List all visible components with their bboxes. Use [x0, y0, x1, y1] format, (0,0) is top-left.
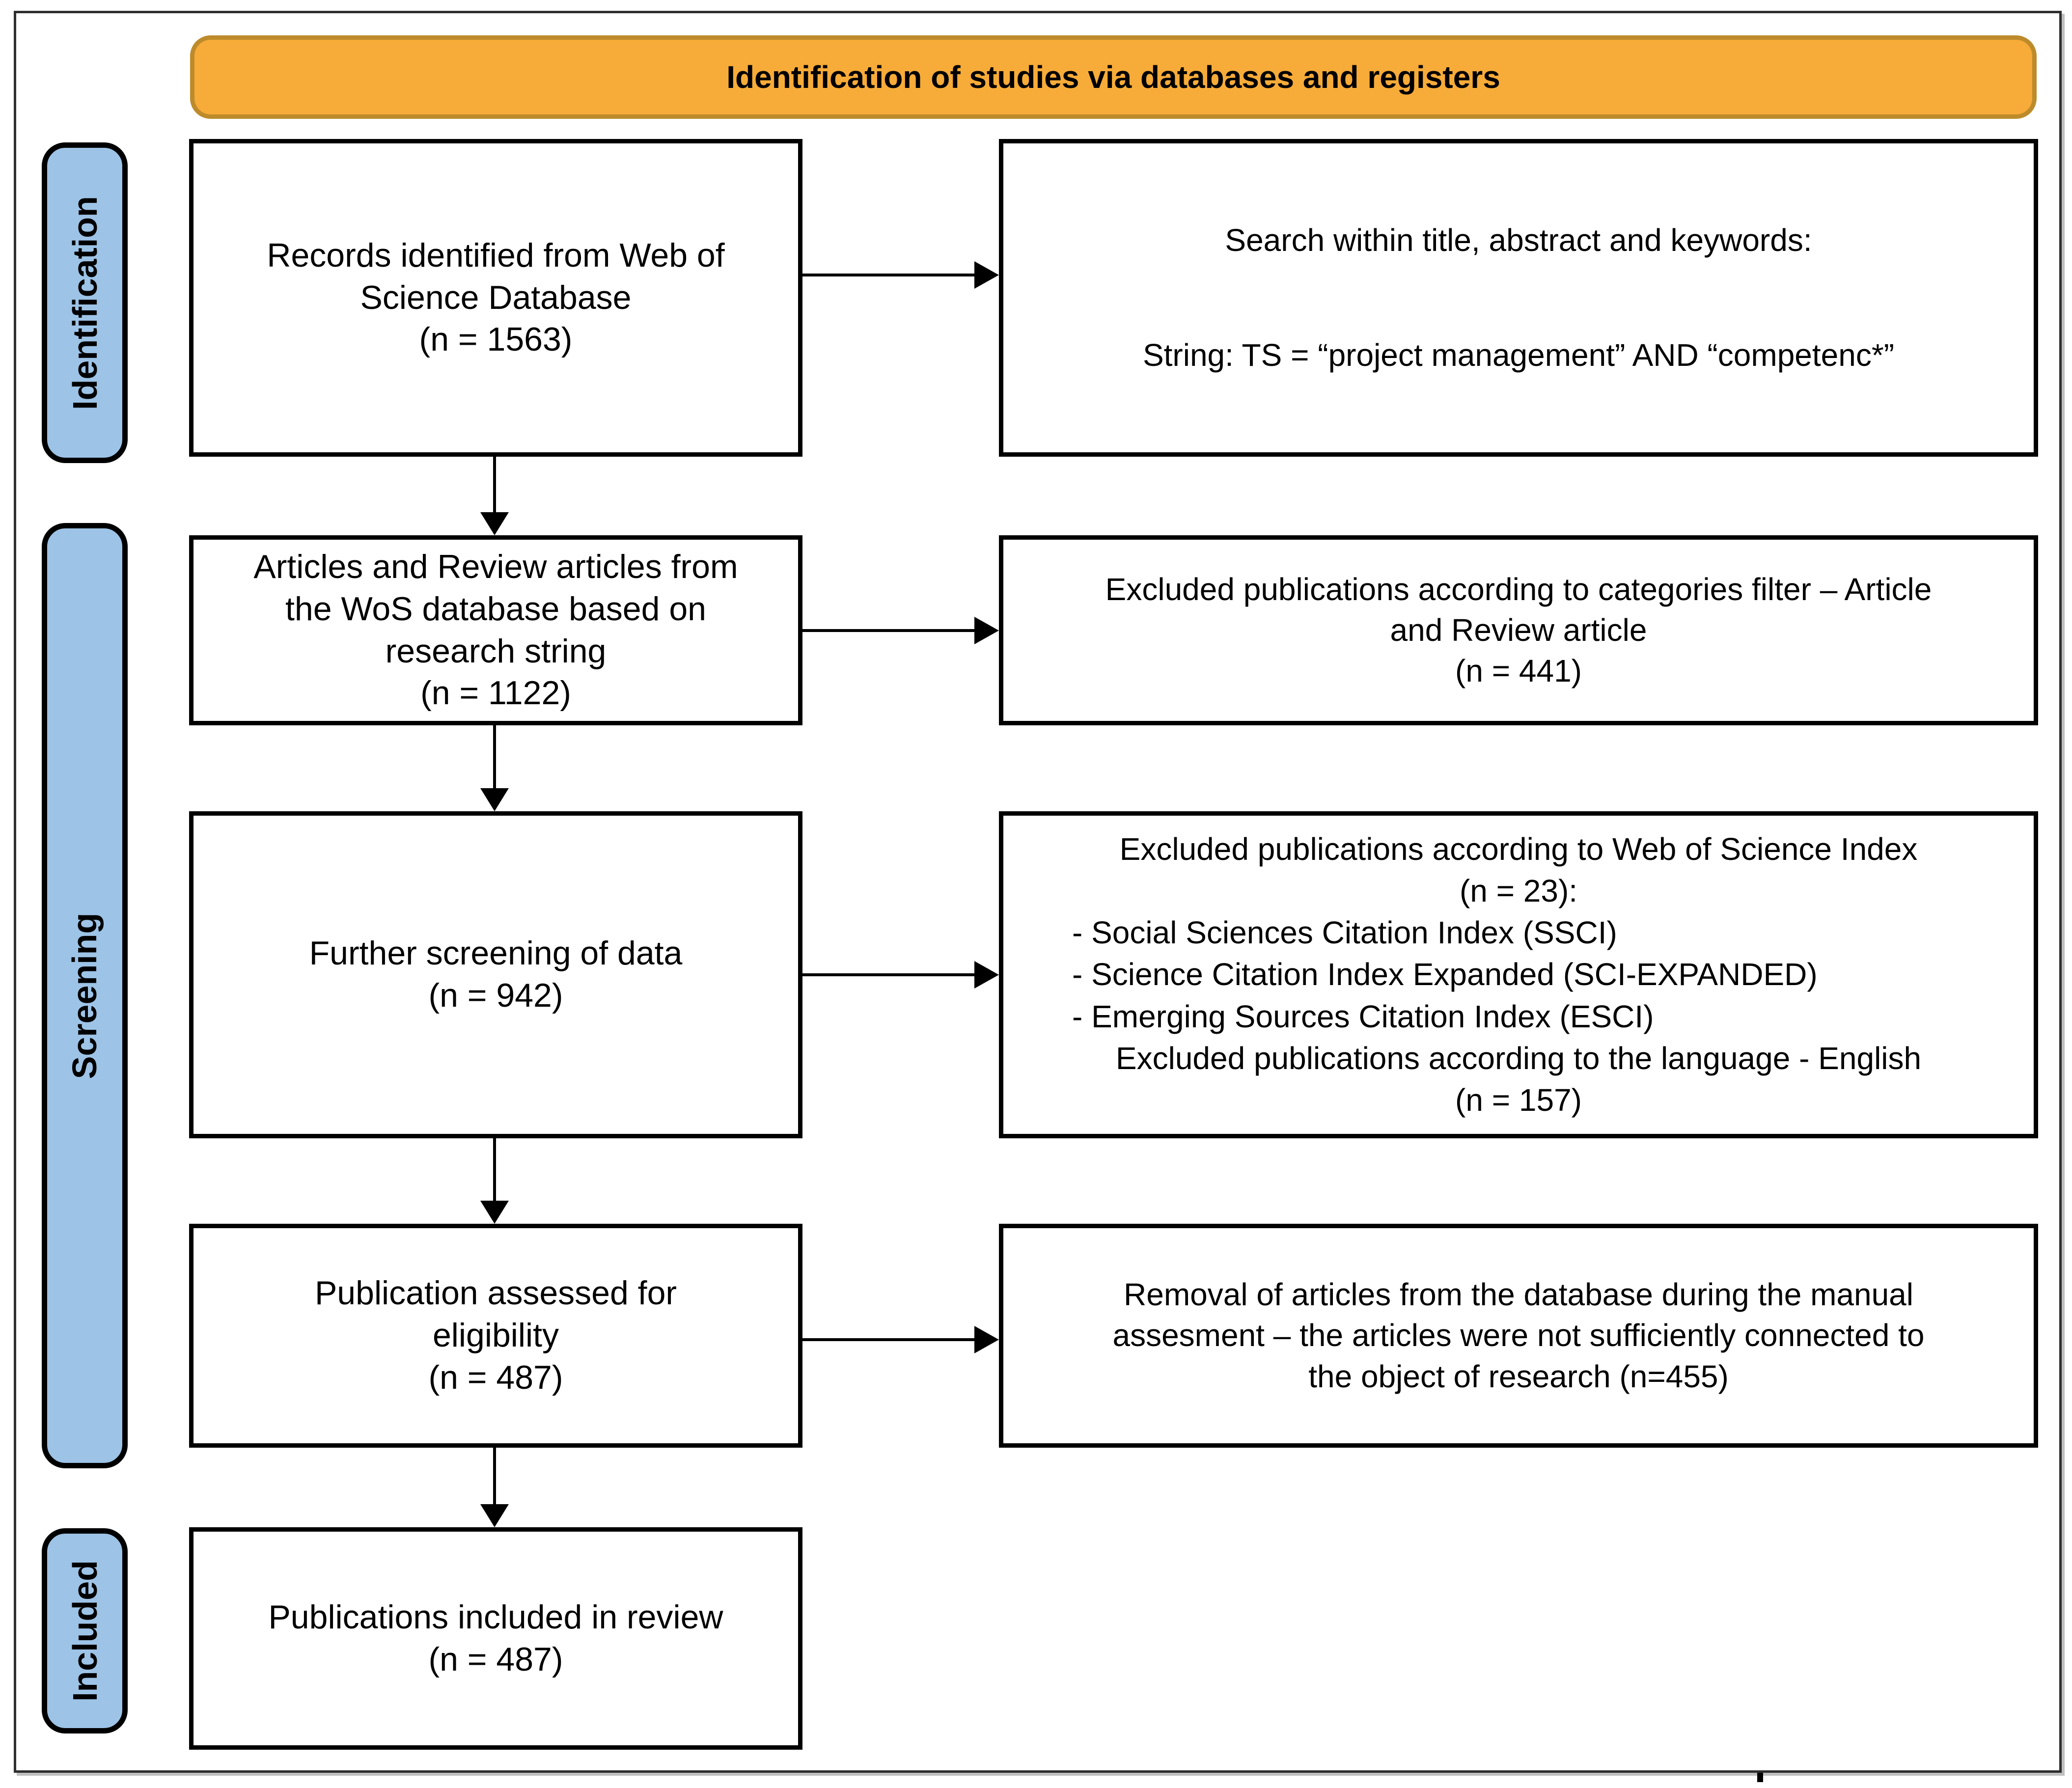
- arrow-line: [802, 629, 975, 632]
- further-screening-text: Further screening of data(n = 942): [309, 935, 683, 1014]
- stage-label-identification: Identification: [42, 142, 128, 463]
- stage-label-text: Included: [65, 1560, 104, 1702]
- arrow-down-icon: [480, 788, 509, 811]
- arrow-down-icon: [480, 512, 509, 535]
- arrow-right-icon: [974, 961, 999, 989]
- arrow-line: [493, 1138, 496, 1202]
- categories-excluded-box: Excluded publications according to categ…: [999, 535, 2038, 725]
- categories-excluded-text: Excluded publications according to categ…: [1105, 571, 1932, 689]
- arrow-line: [802, 1338, 975, 1341]
- wos-index-excluded-heading: Excluded publications according to Web o…: [1119, 831, 1918, 909]
- wos-index-list: - Social Sciences Citation Index (SSCI)-…: [1072, 915, 1818, 1034]
- stage-label-included: Included: [42, 1528, 128, 1733]
- header-banner: Identification of studies via databases …: [190, 35, 2037, 119]
- stage-label-text: Identification: [65, 195, 104, 410]
- manual-removal-text: Removal of articles from the database du…: [1112, 1277, 1925, 1394]
- included-review-box: Publications included in review(n = 487): [189, 1527, 802, 1750]
- arrow-down-icon: [480, 1504, 509, 1527]
- included-review-text: Publications included in review(n = 487): [268, 1598, 723, 1678]
- search-string-text: String: TS = “project management” AND “c…: [1142, 337, 1895, 373]
- search-string-box: Search within title, abstract and keywor…: [999, 139, 2038, 457]
- further-screening-box: Further screening of data(n = 942): [189, 811, 802, 1138]
- arrow-line: [493, 457, 496, 514]
- footnote-mark: [1757, 1773, 1763, 1782]
- arrow-line: [493, 725, 496, 790]
- arrow-right-icon: [974, 617, 999, 644]
- manual-removal-box: Removal of articles from the database du…: [999, 1224, 2038, 1448]
- search-scope-text: Search within title, abstract and keywor…: [1225, 222, 1812, 258]
- arrow-line: [802, 973, 975, 976]
- wos-index-excluded-box: Excluded publications according to Web o…: [999, 811, 2038, 1138]
- arrow-down-icon: [480, 1201, 509, 1224]
- language-excluded-text: Excluded publications according to the l…: [1115, 1040, 1922, 1118]
- stage-label-text: Screening: [65, 912, 104, 1079]
- arrow-right-icon: [974, 1326, 999, 1353]
- stage-label-screening: Screening: [42, 523, 128, 1468]
- arrow-line: [802, 274, 975, 276]
- header-title: Identification of studies via databases …: [726, 59, 1500, 95]
- arrow-right-icon: [974, 261, 999, 289]
- arrow-line: [493, 1448, 496, 1506]
